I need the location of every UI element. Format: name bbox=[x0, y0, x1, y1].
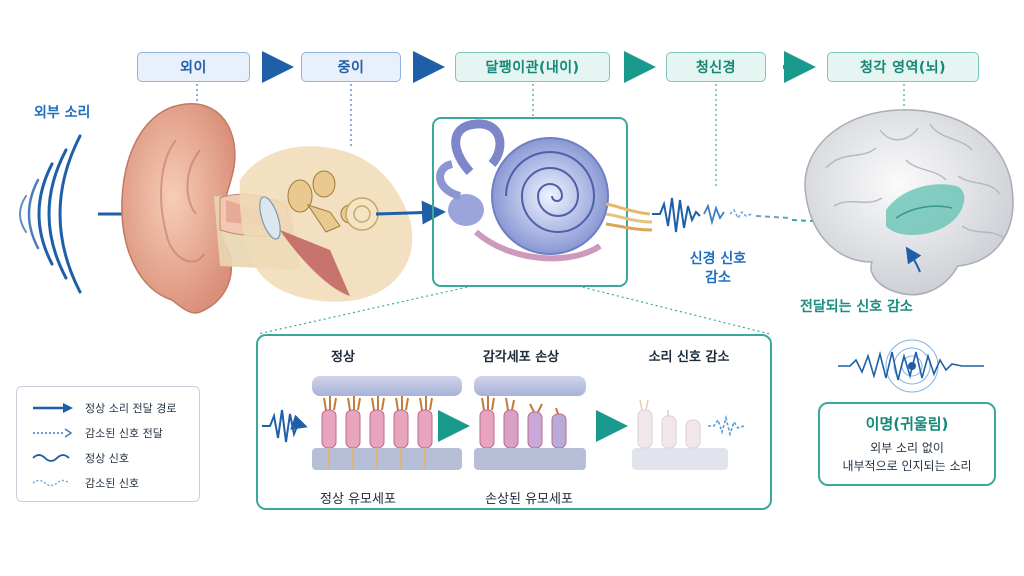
panel-title-normal: 정상 bbox=[331, 350, 355, 365]
zoom-connectors bbox=[257, 285, 771, 335]
legend-label: 감소된 신호 전달 bbox=[85, 427, 163, 440]
tinnitus-desc-line2: 내부적으로 인지되는 소리 bbox=[842, 459, 972, 473]
dashed-arrow-icon bbox=[33, 428, 73, 438]
reduced-signal-cells bbox=[632, 399, 728, 470]
dashed-wave-icon bbox=[32, 479, 70, 487]
damaged-hair-cells bbox=[474, 376, 586, 470]
hair-cell-panel: 정상 감각세포 손상 소리 신호 감소 bbox=[256, 334, 772, 510]
nerve-signal-reduction-label: 신경 신호 감소 bbox=[664, 250, 772, 288]
panel-title-damage: 감각세포 손상 bbox=[482, 350, 560, 365]
tinnitus-desc-line1: 외부 소리 없이 bbox=[870, 441, 944, 455]
panel-title-reduction: 소리 신호 감소 bbox=[648, 350, 730, 365]
tinnitus-description: 외부 소리 없이 내부적으로 인지되는 소리 bbox=[820, 439, 994, 475]
stage-auditory-nerve: 청신경 bbox=[666, 52, 766, 82]
legend: 정상 소리 전달 경로 감소된 신호 전달 정상 신호 감소된 신호 bbox=[16, 386, 200, 502]
hair-cell-illustration bbox=[262, 376, 745, 470]
tinnitus-title: 이명(귀울림) bbox=[865, 415, 949, 433]
stage-cochlea: 달팽이관(내이) bbox=[455, 52, 610, 82]
brain-illustration bbox=[804, 109, 1014, 296]
tinnitus-wave-icon bbox=[838, 339, 984, 393]
cochlea-frame bbox=[432, 117, 628, 287]
nerve-signal-reduction-line1: 신경 신호 bbox=[689, 251, 747, 267]
legend-item-reduced-path: 감소된 신호 전달 bbox=[31, 426, 163, 440]
external-sound-label: 외부 소리 bbox=[34, 105, 91, 121]
stage-auditory-cortex: 청각 영역(뇌) bbox=[827, 52, 979, 82]
legend-item-reduced-signal: 감소된 신호 bbox=[31, 476, 139, 490]
sound-wave-icon bbox=[19, 134, 82, 294]
ear-illustration bbox=[121, 103, 446, 314]
nerve-signal-reduction-line2: 감소 bbox=[705, 270, 731, 286]
normal-hair-cells bbox=[312, 376, 462, 470]
legend-item-normal-signal: 정상 신호 bbox=[31, 451, 129, 465]
stage-outer-ear: 외이 bbox=[137, 52, 250, 82]
transmitted-signal-reduction-label: 전달되는 신호 감소 bbox=[800, 299, 913, 315]
legend-label: 정상 소리 전달 경로 bbox=[85, 402, 177, 415]
solid-arrow-icon bbox=[33, 403, 73, 413]
wave-icon bbox=[32, 454, 70, 462]
cochlea-illustration bbox=[436, 119, 653, 262]
legend-label: 정상 신호 bbox=[85, 452, 129, 465]
stage-middle-ear: 중이 bbox=[301, 52, 401, 82]
caption-normal-hair-cells: 정상 유모세포 bbox=[320, 492, 396, 507]
caption-damaged-hair-cells: 손상된 유모세포 bbox=[485, 492, 573, 507]
tinnitus-box: 이명(귀울림) 외부 소리 없이 내부적으로 인지되는 소리 bbox=[818, 402, 996, 486]
legend-label: 감소된 신호 bbox=[85, 477, 140, 490]
legend-item-normal-path: 정상 소리 전달 경로 bbox=[31, 401, 176, 415]
